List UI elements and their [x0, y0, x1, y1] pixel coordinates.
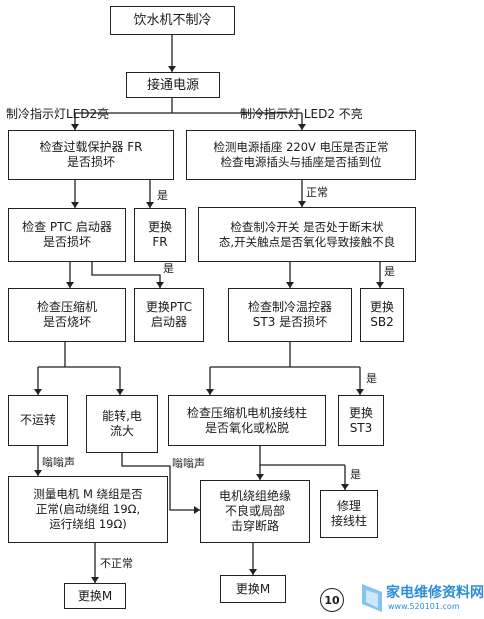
- node-check-socket: 检测电源插座 220V 电压是否正常 检查电源插头与插座是否插到位: [186, 130, 416, 180]
- node-replace-m-left: 更换M: [64, 583, 126, 609]
- label-led-on: 制冷指示灯LED2亮: [6, 107, 110, 121]
- node-check-compressor: 检查压缩机 是否烧坏: [8, 288, 126, 342]
- label-abnormal: 不正常: [100, 557, 133, 570]
- node-not-running: 不运转: [8, 395, 68, 446]
- node-repair-terminal: 修理 接线柱: [320, 490, 378, 538]
- label-led-off: 制冷指示灯 LED2 不亮: [240, 107, 363, 121]
- label-yes-fr: 是: [157, 189, 168, 202]
- watermark-url: www.520101.com: [388, 602, 460, 611]
- node-power-on: 接通电源: [126, 72, 220, 98]
- node-replace-sb2: 更换 SB2: [360, 288, 404, 342]
- node-replace-st3: 更换 ST3: [338, 395, 384, 446]
- figure-number: 10: [320, 588, 344, 612]
- node-check-overload: 检查过载保护器 FR 是否损坏: [8, 130, 174, 180]
- node-check-terminal: 检查压缩机电机接线柱 是否氧化或松脱: [168, 395, 326, 446]
- label-yes-ptc: 是: [163, 262, 174, 275]
- node-not-cooling: 饮水机不制冷: [110, 6, 235, 35]
- flowchart-canvas: 饮水机不制冷 接通电源 检查过载保护器 FR 是否损坏 检测电源插座 220V …: [6, 6, 484, 616]
- label-yes-sb2: 是: [384, 265, 395, 278]
- node-check-thermostat: 检查制冷温控器 ST3 是否损坏: [228, 288, 352, 342]
- node-check-ptc: 检查 PTC 启动器 是否损坏: [8, 208, 126, 262]
- label-yes-st3: 是: [366, 372, 377, 385]
- label-yes-terminal: 是: [350, 468, 361, 481]
- node-measure-winding: 测量电机 M 绕组是否 正常(启动绕组 19Ω, 运行绕组 19Ω): [8, 476, 168, 543]
- node-replace-ptc: 更换PTC 启动器: [134, 288, 204, 342]
- watermark-title: 家电维修资料网: [386, 585, 484, 601]
- node-insulation-fault: 电机绕组绝缘 不良或局部 击穿断路: [200, 480, 310, 543]
- watermark: 家电维修资料网 www.520101.com: [358, 580, 484, 616]
- node-replace-m-mid: 更换M: [220, 575, 286, 603]
- watermark-logo-icon: [362, 584, 382, 612]
- label-hum-mid: 嗡嗡声: [172, 457, 205, 470]
- connector-lines: [34, 35, 384, 583]
- node-replace-fr: 更换 FR: [134, 208, 186, 262]
- label-normal: 正常: [306, 186, 328, 199]
- node-runs-current: 能转,电 流大: [86, 395, 158, 453]
- node-check-switch: 检查制冷开关 是否处于断末状 态,开关触点是否氧化导致接触不良: [198, 207, 416, 262]
- label-hum-left: 嗡嗡声: [42, 456, 75, 469]
